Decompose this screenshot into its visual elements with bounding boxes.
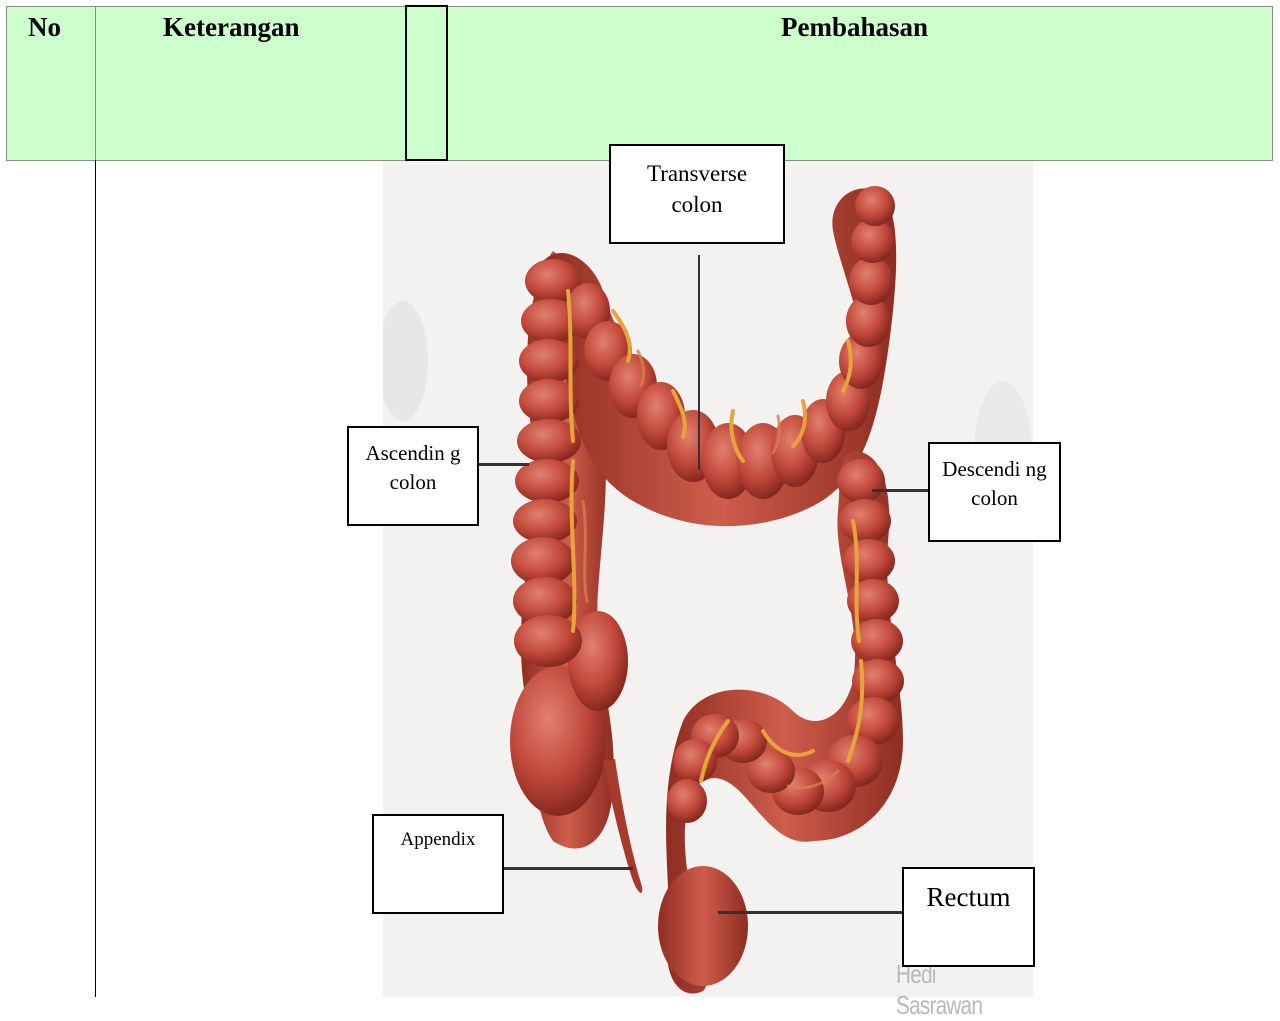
leader-ascending <box>479 463 529 466</box>
col-border-right <box>1272 6 1273 161</box>
label-transverse-colon: Transverse colon <box>609 144 785 244</box>
watermark: Hedi Sasrawan <box>896 959 1006 1021</box>
label-rectum-text: Rectum <box>927 882 1011 912</box>
header-pembahasan: Pembahasan <box>781 12 928 43</box>
header-narrow-cell <box>405 5 448 161</box>
col-border-no <box>95 6 96 161</box>
label-transverse-colon-text: Transverse colon <box>647 161 747 217</box>
header-top-border <box>6 6 1273 7</box>
body-col-border-no <box>95 160 96 997</box>
label-ascending-colon: Ascendin g colon <box>347 426 479 526</box>
header-no: No <box>28 12 61 43</box>
leader-transverse <box>698 255 700 470</box>
label-rectum: Rectum <box>902 867 1035 967</box>
leader-rectum <box>718 911 903 914</box>
leader-descending <box>872 489 929 492</box>
label-descending-colon-text: Descendi ng colon <box>942 457 1046 510</box>
leader-appendix <box>503 867 633 870</box>
appendix-shape <box>603 759 642 893</box>
label-appendix: Appendix <box>372 814 504 914</box>
header-notch <box>448 147 454 161</box>
label-ascending-colon-text: Ascendin g colon <box>365 441 460 494</box>
rectum-shape <box>658 866 748 986</box>
label-appendix-text: Appendix <box>401 829 476 850</box>
col-border-left <box>6 6 7 161</box>
label-descending-colon: Descendi ng colon <box>928 442 1061 542</box>
header-keterangan: Keterangan <box>163 12 299 43</box>
